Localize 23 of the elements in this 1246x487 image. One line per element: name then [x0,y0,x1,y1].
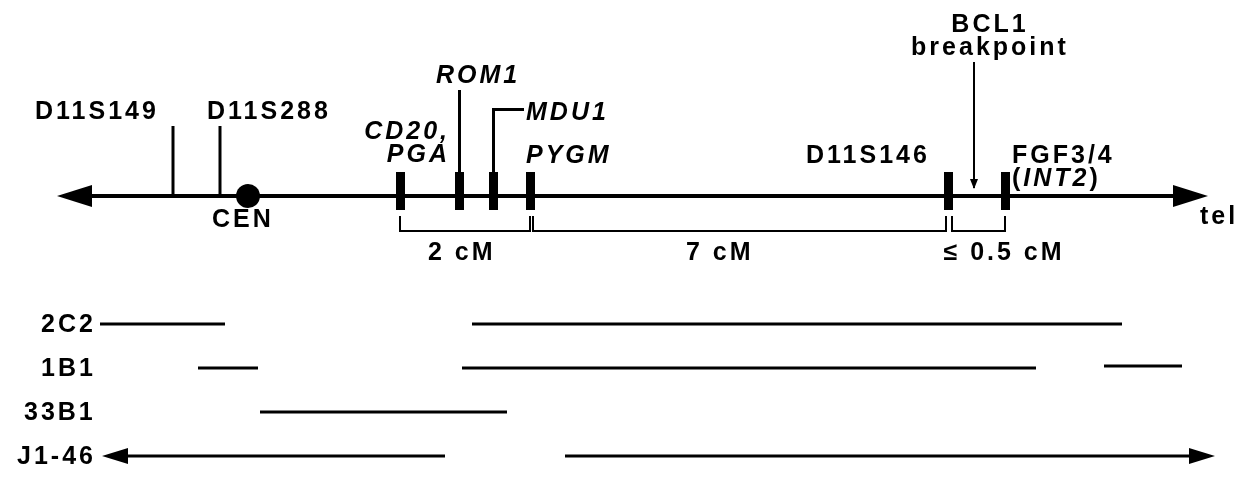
locus-label: D11S146 [806,143,930,166]
clone-label: 1B1 [41,356,96,379]
arrow [970,61,978,189]
leader-line [458,90,461,172]
distance-label: ≤ 0.5 cM [943,240,1065,263]
clone-label: 2C2 [41,312,96,335]
clone-label: 33B1 [24,400,96,423]
leader-line [218,126,222,194]
leader-line [171,126,175,194]
locus-label: D11S288 [207,99,331,122]
locus-label: D11S149 [35,99,159,122]
leader-line [492,108,524,172]
locus-label: ROM1 [436,63,521,86]
locus-label: CD20, PGA [363,119,450,165]
locus-label: BCL1 breakpoint [900,12,1080,58]
locus-label: MDU1 [526,100,609,123]
end-label: tel [1200,204,1239,227]
clone-label: J1-46 [17,444,96,467]
locus-label: FGF3/4 (INT2) [1012,143,1116,189]
distance-label: 7 cM [686,240,754,263]
distance-label: 2 cM [428,240,496,263]
locus-label: CEN [212,207,274,230]
locus-label: PYGM [526,143,612,166]
